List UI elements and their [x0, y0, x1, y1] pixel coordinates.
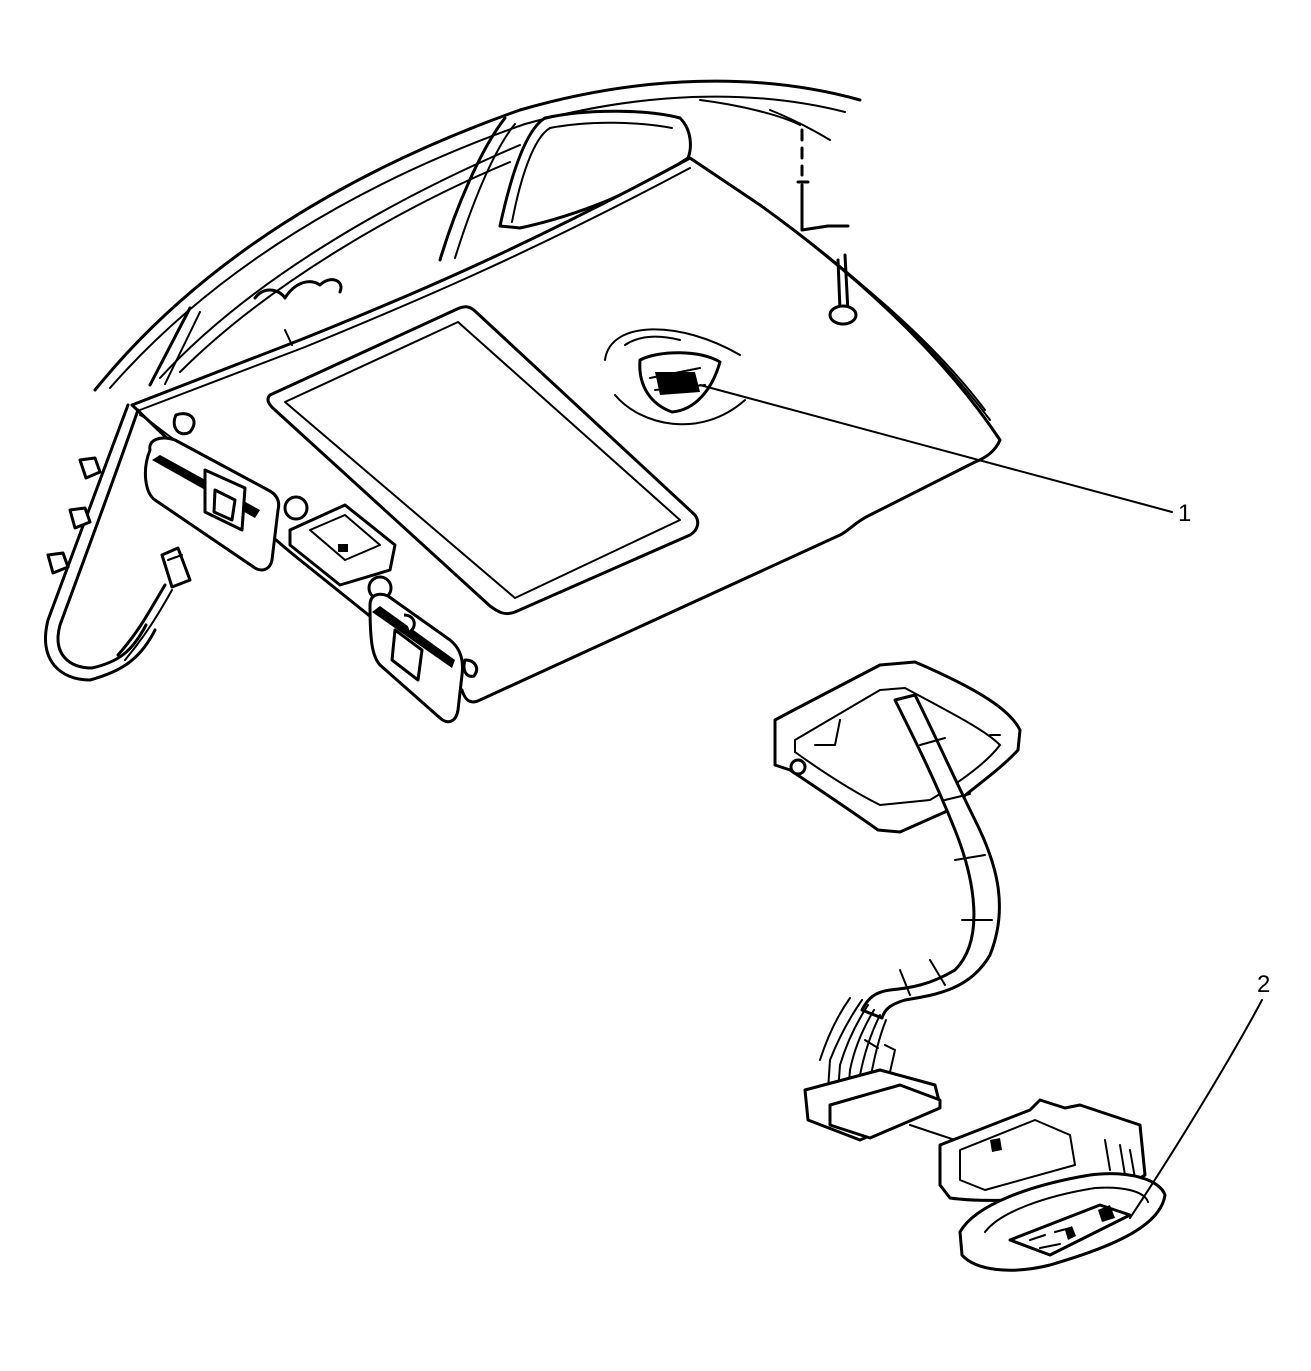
sun-visor-left [143, 412, 309, 572]
sun-visor-center [288, 503, 397, 601]
leader-line-2 [1129, 999, 1263, 1219]
sun-visor-right [368, 592, 479, 724]
callout-2-label: 2 [1257, 971, 1270, 998]
leader-line-1 [699, 384, 1173, 513]
wiring-harness-left [44, 403, 192, 682]
callout-1-label: 1 [1178, 500, 1191, 527]
headliner-dome-lamp-opening [604, 328, 746, 426]
dome-lamp-assembly [773, 660, 1167, 1272]
